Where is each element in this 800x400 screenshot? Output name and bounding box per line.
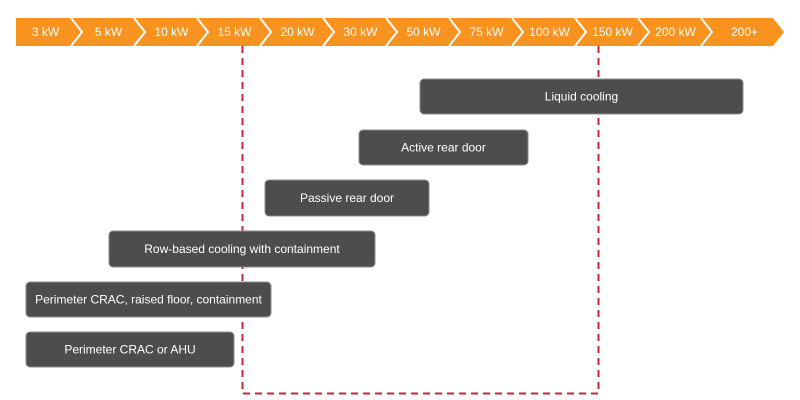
scale-divider bbox=[448, 17, 462, 47]
scale-label-150kw: 150 kW bbox=[592, 25, 633, 39]
scale-label-50kw: 50 kW bbox=[406, 25, 441, 39]
bar-passive-rear-door-box bbox=[264, 179, 430, 217]
scale-divider bbox=[196, 17, 210, 47]
bar-row-based-cooling-box bbox=[108, 230, 376, 268]
scale-divider bbox=[700, 17, 714, 47]
bar-liquid-cooling-label: Liquid cooling bbox=[545, 90, 618, 104]
bar-passive-rear-door: Passive rear door bbox=[264, 179, 430, 217]
scale-labels: 3 kW 5 kW 10 kW 15 kW 20 kW 30 kW 50 kW … bbox=[32, 25, 758, 39]
scale-divider bbox=[511, 17, 525, 47]
scale-label-15kw: 15 kW bbox=[217, 25, 252, 39]
scale-label-20kw: 20 kW bbox=[280, 25, 315, 39]
power-density-scale: 3 kW 5 kW 10 kW 15 kW 20 kW 30 kW 50 kW … bbox=[16, 17, 784, 47]
bar-active-rear-door-box bbox=[358, 129, 529, 166]
scale-label-100kw: 100 kW bbox=[529, 25, 570, 39]
scale-label-10kw: 10 kW bbox=[154, 25, 189, 39]
bar-liquid-cooling: Liquid cooling bbox=[419, 78, 744, 115]
bar-passive-rear-door-label: Passive rear door bbox=[300, 191, 394, 205]
scale-divider bbox=[70, 17, 84, 47]
bar-perimeter-crac-ahu: Perimeter CRAC or AHU bbox=[25, 331, 235, 368]
bar-perimeter-crac-ahu-box bbox=[25, 331, 235, 368]
scale-divider bbox=[385, 17, 399, 47]
scale-label-30kw: 30 kW bbox=[343, 25, 378, 39]
scale-label-5kw: 5 kW bbox=[95, 25, 123, 39]
bar-active-rear-door: Active rear door bbox=[358, 129, 529, 166]
scale-divider bbox=[133, 17, 147, 47]
scale-band bbox=[16, 18, 784, 46]
bar-row-based-cooling: Row-based cooling with containment bbox=[108, 230, 376, 268]
scale-label-3kw: 3 kW bbox=[32, 25, 60, 39]
bar-perimeter-crac-raised-floor-label: Perimeter CRAC, raised floor, containmen… bbox=[35, 293, 262, 307]
highlighted-density-range bbox=[241, 46, 600, 395]
bar-perimeter-crac-raised-floor: Perimeter CRAC, raised floor, containmen… bbox=[25, 281, 272, 318]
scale-label-200-plus: 200+ bbox=[731, 25, 758, 39]
bar-perimeter-crac-ahu-label: Perimeter CRAC or AHU bbox=[64, 343, 195, 357]
cooling-methods: Liquid cooling Active rear door Passive … bbox=[25, 78, 744, 368]
scale-divider bbox=[322, 17, 336, 47]
scale-divider bbox=[574, 17, 588, 47]
bar-row-based-cooling-label: Row-based cooling with containment bbox=[144, 242, 340, 256]
scale-divider bbox=[637, 17, 651, 47]
bar-perimeter-crac-raised-floor-box bbox=[25, 281, 272, 318]
scale-label-200kw: 200 kW bbox=[655, 25, 696, 39]
scale-label-75kw: 75 kW bbox=[469, 25, 504, 39]
bar-liquid-cooling-box bbox=[419, 78, 744, 115]
scale-divider bbox=[259, 17, 273, 47]
bar-active-rear-door-label: Active rear door bbox=[401, 141, 486, 155]
scale-dividers bbox=[70, 17, 714, 47]
